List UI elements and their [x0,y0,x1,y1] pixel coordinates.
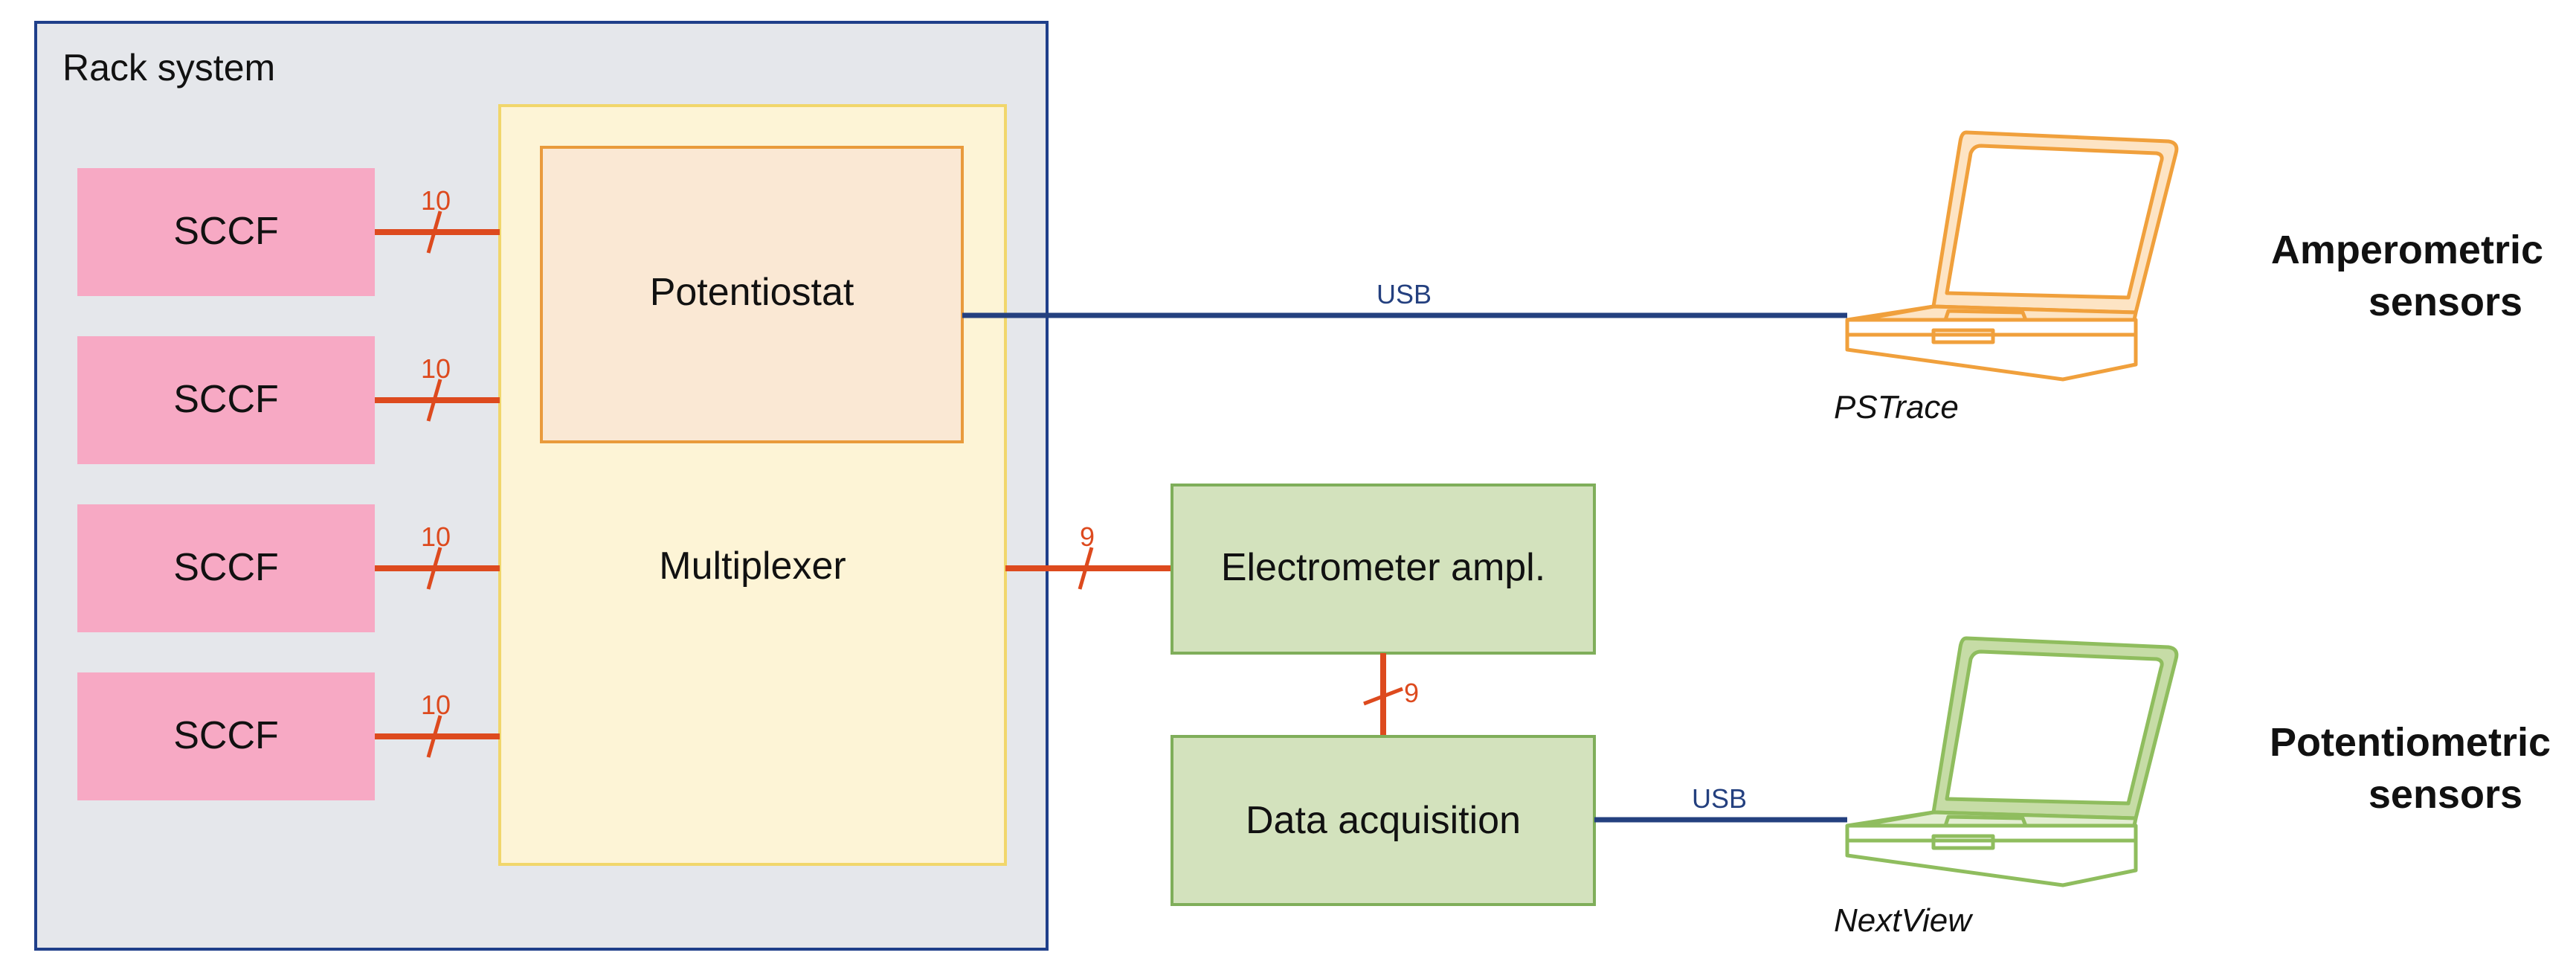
potentiostat-box [540,146,964,443]
bus-count-mux-electrometer: 9 [1080,521,1095,552]
usb-label-top: USB [1376,279,1432,309]
software-label-bottom: NextView [1834,902,1974,939]
amperometric-label-line2: sensors [2369,280,2522,324]
bus-slash [426,715,442,758]
bus-slash [426,547,442,590]
sccf-label: SCCF [173,714,279,757]
bus-slash-mux-electrometer [1078,547,1094,590]
potentiometric-label-line1: Potentiometric [2270,720,2551,765]
laptop-icon-top [1845,130,2179,382]
bus-slash [426,379,442,422]
data-acquisition-label: Data acquisition [1246,799,1521,842]
bus-count: 10 [421,690,451,720]
bus-count: 10 [421,185,451,216]
multiplexer-label: Multiplexer [659,545,846,588]
usb-label-bottom: USB [1692,783,1747,814]
bus-count: 10 [421,521,451,552]
amperometric-label-line1: Amperometric [2271,228,2543,272]
bus-slash [426,211,442,254]
sccf-block-1: SCCF 10 [77,168,500,296]
bus-count-electrometer-daq: 9 [1404,678,1419,708]
bus-count: 10 [421,353,451,384]
bus-slash-electrometer-daq [1363,687,1403,706]
sccf-label: SCCF [173,546,279,589]
rack-system-title: Rack system [62,47,275,89]
data-acquisition-box [1171,735,1596,906]
sccf-label: SCCF [173,210,279,253]
sccf-block-2: SCCF 10 [77,336,500,464]
laptop-icon-bottom [1845,636,2179,887]
sccf-block-3: SCCF 10 [77,504,500,632]
potentiometric-label-line2: sensors [2369,772,2522,817]
potentiostat-label: Potentiostat [650,271,854,314]
sccf-block-4: SCCF 10 [77,672,500,800]
software-label-top: PSTrace [1834,389,1959,425]
sccf-label: SCCF [173,378,279,421]
electrometer-label: Electrometer ampl. [1221,546,1545,589]
